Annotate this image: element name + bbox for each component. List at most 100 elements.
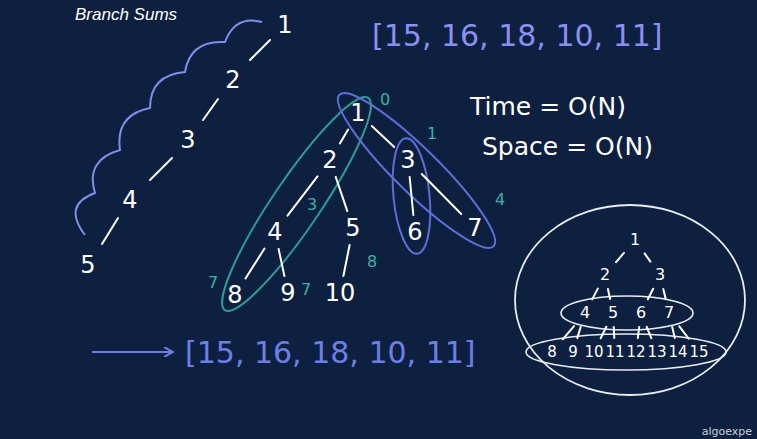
depth-number: 3 (180, 128, 195, 152)
node-value: 8 (545, 345, 559, 360)
tree-edge (288, 176, 318, 215)
node-value: 7 (465, 216, 484, 240)
node-value: 9 (566, 345, 580, 360)
tree-node: 9 (276, 279, 299, 307)
tree-node: 4 (263, 218, 286, 246)
result-arrow (92, 351, 172, 353)
tree-node: 3 (396, 146, 419, 174)
tree-node: 6 (632, 302, 650, 324)
tree-edge (563, 326, 574, 339)
node-value: 3 (653, 267, 667, 283)
depth-number: 1 (277, 13, 292, 37)
tree-node: 10 (580, 341, 607, 363)
tree-node: 6 (403, 218, 426, 246)
tree-edge (648, 289, 653, 300)
tree-node: 3 (651, 264, 669, 286)
tree-node: 12 (622, 341, 649, 363)
tree-node: 2 (318, 146, 341, 174)
tree-edge (336, 177, 348, 211)
tree-node: 15 (685, 341, 712, 363)
node-value: 5 (343, 216, 362, 240)
tree-node: 13 (643, 341, 670, 363)
tree-edge (592, 289, 598, 300)
tree-edge (645, 253, 651, 261)
tree-edge (340, 130, 348, 144)
node-value: 4 (265, 220, 284, 244)
running-sum: 7 (301, 282, 311, 298)
node-value: 5 (606, 305, 620, 321)
tree-node: 1 (346, 99, 369, 127)
tree-node: 9 (564, 341, 582, 363)
tree-node: 8 (223, 281, 246, 309)
tree-edge (279, 249, 285, 276)
running-sum: 1 (427, 126, 437, 142)
result-array: [15, 16, 18, 10, 11] (372, 21, 663, 51)
tree-edge (577, 327, 580, 338)
tree-node: 5 (604, 302, 622, 324)
node-value: 14 (666, 345, 689, 360)
tree-node: 2 (596, 264, 614, 286)
level-loop (526, 334, 726, 370)
tree-edge (410, 177, 414, 215)
depth-number: 4 (122, 188, 137, 212)
node-value: 3 (398, 148, 417, 172)
tree-node: 11 (601, 341, 628, 363)
tree-edge (245, 249, 264, 279)
node-value: 11 (603, 345, 626, 360)
running-sum: 7 (208, 275, 218, 291)
node-value: 10 (323, 281, 358, 305)
tree-node: 5 (341, 214, 364, 242)
node-value: 1 (348, 101, 367, 125)
tree-node: 7 (660, 302, 678, 324)
node-value: 1 (628, 232, 642, 248)
branch-loop (205, 85, 388, 324)
tree-node: 10 (321, 279, 360, 307)
tree-node: 14 (664, 341, 691, 363)
branch-loop (388, 137, 435, 256)
tree-edge (647, 327, 652, 338)
watermark: algoexpe (702, 426, 752, 437)
depth-number: 2 (225, 68, 240, 92)
node-value: 13 (645, 345, 668, 360)
node-value: 6 (634, 305, 648, 321)
tree-edge (422, 174, 462, 214)
node-value: 9 (278, 281, 297, 305)
depth-number: 5 (80, 253, 95, 277)
node-value: 4 (578, 305, 592, 321)
tree-edge (663, 289, 665, 299)
tree-edge (608, 289, 610, 299)
node-value: 15 (687, 345, 710, 360)
chain-dashes (102, 40, 270, 244)
tree-edge (638, 327, 639, 338)
tree-edge (672, 327, 675, 338)
tree-edge (372, 126, 394, 147)
node-value: 8 (225, 283, 244, 307)
scallop-arc (76, 21, 262, 235)
running-sum: 4 (495, 192, 505, 208)
node-value: 2 (598, 267, 612, 283)
tree-node: 1 (626, 229, 644, 251)
node-value: 6 (405, 220, 424, 244)
level-loop (561, 296, 693, 330)
node-value: 12 (624, 345, 647, 360)
tree-edge (601, 327, 607, 339)
tree-edge (343, 245, 349, 276)
node-value: 2 (320, 148, 339, 172)
tree-edge (679, 326, 688, 338)
node-value: 7 (662, 305, 676, 321)
tree-node: 7 (463, 214, 486, 242)
tree-node: 4 (576, 302, 594, 324)
running-sum: 8 (367, 254, 377, 270)
tree-edge (613, 327, 616, 338)
result-array: [15, 16, 18, 10, 11] (185, 338, 476, 368)
running-sum: 0 (380, 92, 390, 108)
tree-outline (515, 205, 745, 395)
title: Branch Sums (75, 6, 177, 23)
complexity-note: Time = O(N) (470, 94, 626, 119)
running-sum: 3 (307, 197, 317, 213)
tree-edge (616, 253, 624, 262)
complexity-note: Space = O(N) (482, 134, 653, 159)
tree-node: 8 (543, 341, 561, 363)
